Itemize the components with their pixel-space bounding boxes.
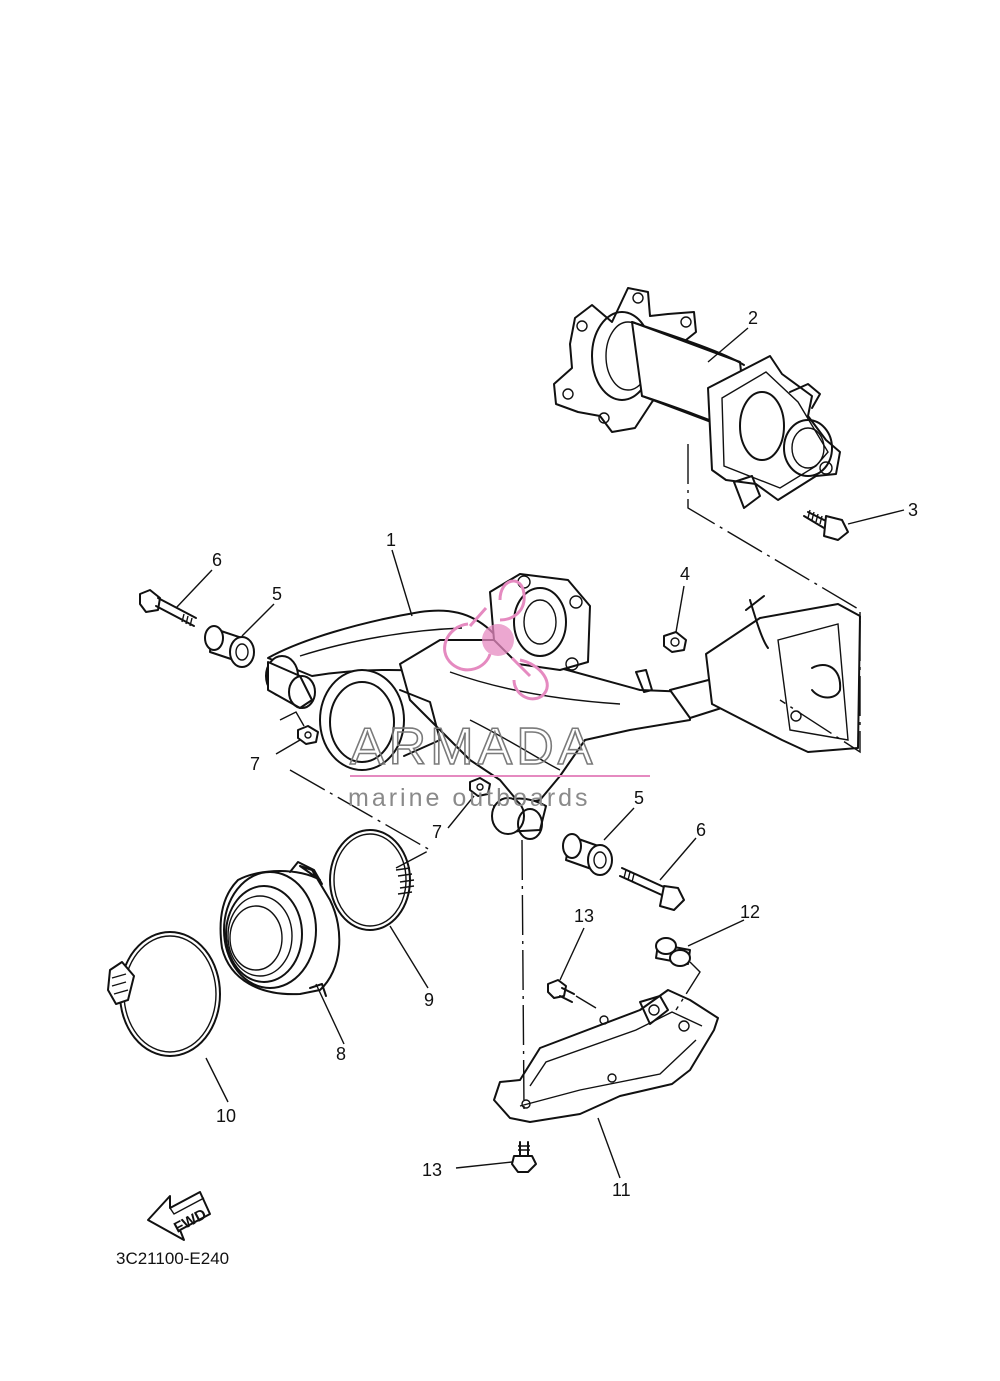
callout-7-left[interactable]: 7 bbox=[250, 754, 260, 774]
callout-13-upper[interactable]: 13 bbox=[574, 906, 594, 926]
part-6-bolt-lower[interactable] bbox=[619, 867, 685, 911]
part-5-bushing-upper[interactable] bbox=[204, 625, 255, 668]
part-3-bolt[interactable] bbox=[803, 509, 849, 541]
part-7-nut-left[interactable] bbox=[297, 725, 319, 745]
callout-5-lower[interactable]: 5 bbox=[634, 788, 644, 808]
callout-2[interactable]: 2 bbox=[748, 308, 758, 328]
watermark-tagline: marine outboards bbox=[348, 784, 591, 812]
fwd-arrow: FWD bbox=[147, 1191, 211, 1241]
callout-5-upper[interactable]: 5 bbox=[272, 584, 282, 604]
callout-11[interactable]: 11 bbox=[612, 1180, 631, 1200]
callout-3[interactable]: 3 bbox=[908, 500, 918, 520]
callout-12[interactable]: 12 bbox=[740, 902, 760, 922]
leader-lines bbox=[175, 327, 905, 1179]
part-12-damper[interactable] bbox=[655, 937, 691, 967]
diagram-code: 3C21100-E240 bbox=[116, 1249, 229, 1268]
callouts: 1 2 3 4 5 5 6 6 7 7 8 9 10 11 12 13 13 bbox=[212, 308, 918, 1200]
watermark-brand: ARMADA bbox=[350, 718, 596, 776]
callout-10[interactable]: 10 bbox=[216, 1106, 236, 1126]
callout-9[interactable]: 9 bbox=[424, 990, 434, 1010]
part-11-guard-plate[interactable] bbox=[493, 989, 719, 1123]
part-7-nut-right[interactable] bbox=[469, 777, 491, 797]
part-13-bolt-lower[interactable] bbox=[511, 1141, 537, 1173]
part-9-clamp-band[interactable] bbox=[329, 829, 415, 931]
callout-1[interactable]: 1 bbox=[386, 530, 396, 550]
callout-8[interactable]: 8 bbox=[336, 1044, 346, 1064]
callout-13-lower[interactable]: 13 bbox=[422, 1160, 442, 1180]
watermark: ARMADA marine outboards bbox=[348, 579, 650, 812]
callout-6-upper[interactable]: 6 bbox=[212, 550, 222, 570]
callout-6-lower[interactable]: 6 bbox=[696, 820, 706, 840]
part-10-large-clamp[interactable] bbox=[107, 931, 221, 1057]
part-8-boot[interactable] bbox=[219, 861, 341, 997]
callout-4[interactable]: 4 bbox=[680, 564, 690, 584]
part-2-axle-hub[interactable] bbox=[553, 287, 841, 509]
part-13-bolt-upper[interactable] bbox=[547, 979, 575, 1003]
part-5-bushing-lower[interactable] bbox=[562, 833, 613, 876]
part-1-swing-arm[interactable] bbox=[265, 573, 861, 840]
callout-7-right[interactable]: 7 bbox=[432, 822, 442, 842]
part-4-nut[interactable] bbox=[663, 631, 687, 653]
assembly-lines bbox=[279, 444, 861, 1111]
part-6-bolt-upper[interactable] bbox=[139, 589, 197, 627]
watermark-logo bbox=[443, 579, 549, 701]
